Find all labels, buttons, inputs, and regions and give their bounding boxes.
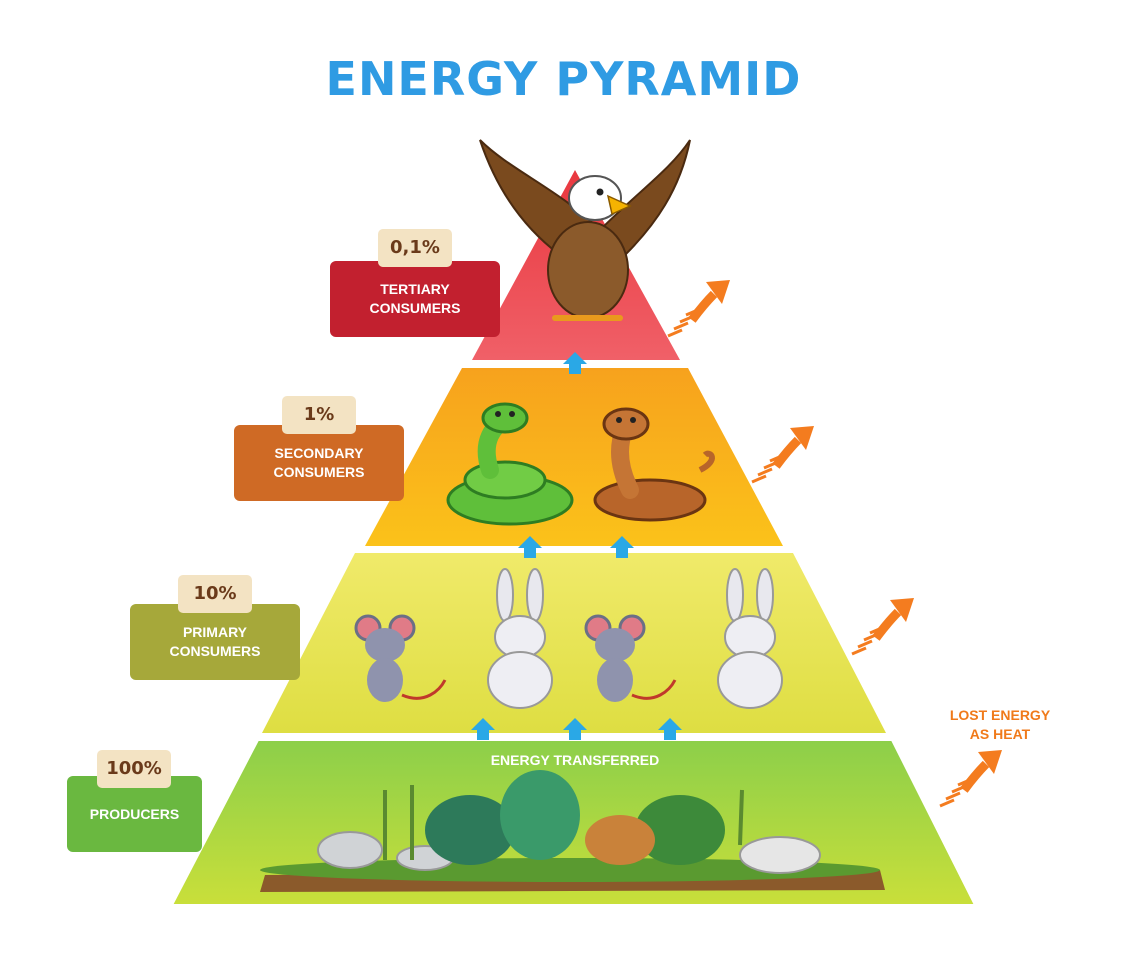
level-name-line2: CONSUMERS bbox=[169, 643, 261, 659]
heat-arrow-icon bbox=[751, 426, 814, 484]
heat-arrow-icon bbox=[851, 598, 914, 656]
level-name-line1: PRIMARY bbox=[182, 624, 248, 640]
percent-badge-tertiary: 0,1% bbox=[378, 229, 452, 267]
percent-badge-primary: 10% bbox=[178, 575, 252, 613]
energy-transferred-label: ENERGY TRANSFERRED bbox=[490, 752, 660, 768]
level-label-secondary: SECONDARY CONSUMERS bbox=[234, 425, 404, 501]
lost-energy-label: LOST ENERGY AS HEAT bbox=[930, 706, 1070, 744]
level-name-line1: PRODUCERS bbox=[89, 805, 180, 822]
green-snake-icon bbox=[446, 402, 574, 526]
percent-badge-secondary: 1% bbox=[282, 396, 356, 434]
percent-badge-producers: 100% bbox=[97, 750, 171, 788]
eagle-icon bbox=[479, 139, 691, 321]
tier-primary-consumers bbox=[262, 553, 886, 733]
tier-secondary-consumers bbox=[365, 368, 783, 546]
level-name-line2: CONSUMERS bbox=[369, 300, 461, 316]
up-arrow-icon bbox=[658, 718, 682, 740]
level-label-tertiary: TERTIARY CONSUMERS bbox=[330, 261, 500, 337]
heat-arrow-icon bbox=[667, 280, 730, 338]
level-name-line1: SECONDARY bbox=[274, 445, 364, 461]
level-name-line2: CONSUMERS bbox=[273, 464, 365, 480]
up-arrow-icon bbox=[610, 536, 634, 558]
rabbit-icon bbox=[717, 568, 783, 709]
level-name-line1: TERTIARY bbox=[380, 281, 450, 297]
level-label-producers: PRODUCERS bbox=[67, 776, 202, 852]
plants-icon bbox=[260, 770, 885, 892]
rabbit-icon bbox=[487, 568, 553, 709]
level-label-primary: PRIMARY CONSUMERS bbox=[130, 604, 300, 680]
mouse-icon bbox=[584, 614, 677, 702]
up-arrow-icon bbox=[563, 352, 587, 374]
lost-energy-line1: LOST ENERGY bbox=[949, 707, 1051, 723]
lost-energy-line2: AS HEAT bbox=[969, 726, 1031, 742]
up-arrow-icon bbox=[563, 718, 587, 740]
up-arrow-icon bbox=[471, 718, 495, 740]
page-title: ENERGY PYRAMID bbox=[325, 52, 802, 106]
mouse-icon bbox=[354, 614, 447, 702]
cobra-icon bbox=[593, 407, 715, 522]
heat-arrow-icon bbox=[939, 750, 1002, 808]
up-arrow-icon bbox=[518, 536, 542, 558]
